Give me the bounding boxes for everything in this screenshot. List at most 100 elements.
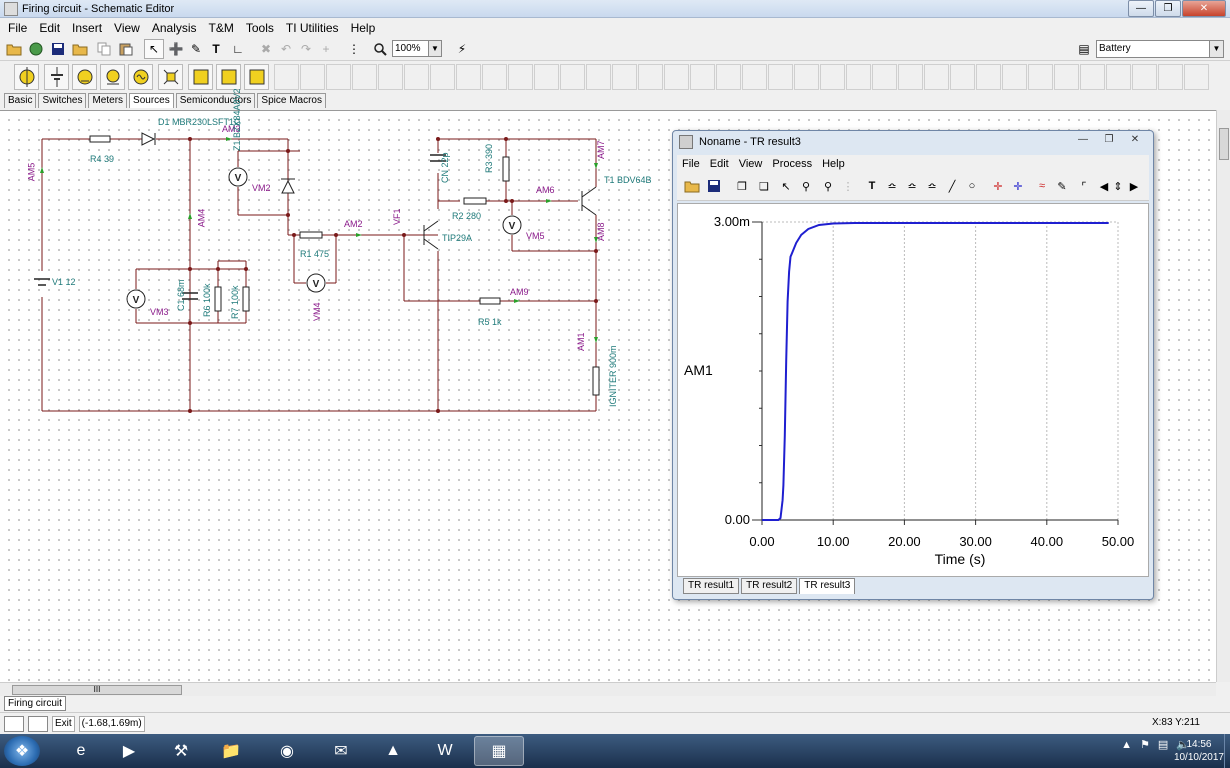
paste-icon[interactable] bbox=[116, 39, 136, 59]
analysis-mode-icon[interactable] bbox=[28, 715, 48, 732]
result-close-button[interactable]: ✕ bbox=[1130, 134, 1140, 145]
horizontal-scrollbar[interactable]: III bbox=[0, 682, 1216, 696]
clock[interactable]: 14:56 10/10/2017 bbox=[1174, 738, 1224, 764]
menu-ti-utilities[interactable]: TI Utilities bbox=[285, 20, 339, 35]
macro-source-2-icon[interactable] bbox=[216, 64, 241, 90]
media-player-icon[interactable]: ▶ bbox=[122, 743, 136, 760]
menu-file[interactable]: File bbox=[8, 20, 28, 35]
tray-expand-icon[interactable]: ▲ bbox=[1121, 738, 1133, 751]
undo-icon[interactable]: ↶ bbox=[280, 42, 292, 56]
crosshair-icon[interactable]: + bbox=[322, 42, 330, 56]
ac-source-icon[interactable] bbox=[128, 64, 153, 90]
word-icon[interactable]: W bbox=[437, 742, 453, 759]
curve-tool-3-icon[interactable]: ≏ bbox=[927, 180, 937, 193]
wave-tool-icon[interactable]: ≈ bbox=[1038, 180, 1046, 192]
probe-icon[interactable]: ✎ bbox=[1057, 180, 1067, 193]
acrobat-icon[interactable]: ▲ bbox=[385, 742, 401, 759]
tina-icon[interactable]: ▦ bbox=[474, 736, 524, 766]
copy-icon[interactable]: ❐ bbox=[737, 180, 747, 193]
menu-help[interactable]: Help bbox=[350, 20, 376, 35]
tab-firing-circuit[interactable]: Firing circuit bbox=[4, 696, 66, 711]
curve-tool-1-icon[interactable]: ≏ bbox=[887, 180, 897, 193]
tab-basic[interactable]: Basic bbox=[4, 93, 37, 108]
menu-edit[interactable]: Edit bbox=[39, 20, 61, 35]
curve-tool-2-icon[interactable]: ≏ bbox=[907, 180, 917, 193]
minimize-button[interactable]: — bbox=[1128, 0, 1154, 17]
result-maximize-button[interactable]: ❐ bbox=[1104, 134, 1114, 145]
grid-icon[interactable]: ⋮ bbox=[348, 42, 360, 56]
result-minimize-button[interactable]: — bbox=[1078, 134, 1088, 145]
step-icon[interactable]: ⌜ bbox=[1081, 180, 1087, 193]
close-button[interactable]: ✕ bbox=[1182, 0, 1226, 17]
wire-icon[interactable]: ➕ bbox=[168, 42, 184, 56]
outlook-icon[interactable]: ✉ bbox=[334, 743, 348, 760]
vertical-scrollbar[interactable] bbox=[1216, 110, 1230, 682]
redo-icon[interactable]: ↷ bbox=[300, 42, 312, 56]
maximize-button[interactable]: ❐ bbox=[1155, 0, 1181, 17]
copy-icon[interactable] bbox=[94, 39, 114, 59]
text-icon[interactable]: T bbox=[212, 42, 220, 56]
chevron-updown-icon[interactable]: ⇕ bbox=[1113, 180, 1123, 193]
action-center-icon[interactable]: ⚑ bbox=[1140, 739, 1150, 751]
menu-view[interactable]: View bbox=[114, 20, 140, 35]
schematic-mode-icon[interactable] bbox=[4, 715, 24, 732]
result-menu-process[interactable]: Process bbox=[772, 158, 813, 170]
place-part-icon[interactable]: ▤ bbox=[1078, 42, 1090, 56]
delete-icon[interactable]: ✖ bbox=[260, 42, 272, 56]
text-icon[interactable]: T bbox=[868, 180, 876, 192]
menu-tm[interactable]: T&M bbox=[208, 20, 234, 35]
zoom-select[interactable]: 100%▼ bbox=[392, 40, 442, 57]
tab-semiconductors[interactable]: Semiconductors bbox=[175, 93, 256, 108]
tab-tr-result2[interactable]: TR result2 bbox=[741, 578, 798, 594]
tab-tr-result1[interactable]: TR result1 bbox=[683, 578, 740, 594]
menu-tools[interactable]: Tools bbox=[245, 20, 274, 35]
chevron-left-icon[interactable]: ◀ bbox=[1099, 180, 1109, 193]
cursor-b-icon[interactable]: ✛ bbox=[1013, 180, 1023, 193]
volume-icon[interactable]: 🔈 bbox=[1176, 739, 1190, 751]
menu-analysis[interactable]: Analysis bbox=[151, 20, 197, 35]
exit-button[interactable]: Exit bbox=[52, 715, 75, 732]
horizontal-scrollbar-thumb[interactable]: III bbox=[12, 685, 182, 695]
probe-icon[interactable]: ⚡ bbox=[457, 42, 467, 56]
property-icon[interactable]: ∟ bbox=[232, 42, 244, 56]
chevron-right-icon[interactable]: ▶ bbox=[1129, 180, 1139, 193]
pen-icon[interactable]: ✎ bbox=[190, 42, 202, 56]
open-folder-icon[interactable] bbox=[683, 177, 701, 195]
voltage-source-icon[interactable] bbox=[72, 64, 97, 90]
show-desktop-button[interactable] bbox=[1224, 734, 1230, 768]
open-web-icon[interactable] bbox=[26, 39, 46, 59]
macro-source-1-icon[interactable] bbox=[188, 64, 213, 90]
network-icon[interactable]: ▤ bbox=[1157, 739, 1169, 751]
chrome-icon[interactable]: ◉ bbox=[280, 743, 294, 760]
open-folder-icon[interactable] bbox=[4, 39, 24, 59]
part-select[interactable]: Battery▼ bbox=[1096, 40, 1224, 58]
zoom-icon[interactable] bbox=[370, 39, 390, 59]
zoom-in-icon[interactable]: ⚲ bbox=[801, 180, 811, 193]
tab-switches[interactable]: Switches bbox=[38, 93, 87, 108]
zoom-fit-icon[interactable]: ⚲ bbox=[823, 180, 833, 193]
tab-meters[interactable]: Meters bbox=[88, 93, 128, 108]
ground-source-icon[interactable] bbox=[100, 64, 125, 90]
vertical-scrollbar-thumb[interactable] bbox=[1219, 128, 1229, 160]
select-arrow-icon[interactable]: ↖ bbox=[144, 39, 164, 59]
start-button[interactable]: ❖ bbox=[4, 736, 40, 766]
controlled-source-icon[interactable] bbox=[158, 64, 183, 90]
menu-insert[interactable]: Insert bbox=[72, 20, 103, 35]
result-menu-view[interactable]: View bbox=[738, 158, 763, 170]
circle-tool-icon[interactable]: ○ bbox=[968, 180, 976, 192]
paste-icon[interactable]: ❏ bbox=[759, 180, 769, 193]
tab-sources[interactable]: Sources bbox=[129, 93, 174, 108]
save-icon[interactable] bbox=[48, 39, 68, 59]
line-tool-icon[interactable]: ╱ bbox=[948, 180, 956, 193]
cursor-a-icon[interactable]: ✛ bbox=[993, 180, 1003, 193]
dc-current-source-icon[interactable] bbox=[14, 64, 39, 90]
open-icon[interactable] bbox=[70, 39, 90, 59]
select-arrow-icon[interactable]: ↖ bbox=[781, 180, 791, 193]
grid-icon[interactable]: ⋮ bbox=[842, 180, 854, 193]
result-menu-edit[interactable]: Edit bbox=[709, 158, 729, 170]
tools-icon[interactable]: ⚒ bbox=[173, 743, 189, 760]
tab-spice-macros[interactable]: Spice Macros bbox=[257, 93, 326, 108]
battery-icon[interactable] bbox=[44, 64, 69, 90]
save-icon[interactable] bbox=[705, 177, 723, 195]
